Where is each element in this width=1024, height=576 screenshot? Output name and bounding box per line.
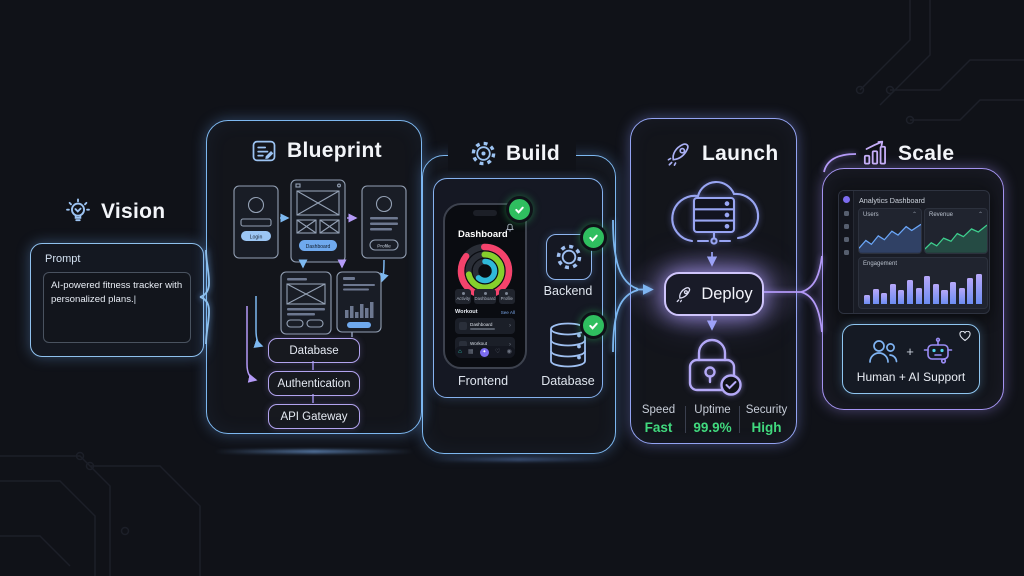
heart-icon-nav: ♡ [495, 349, 501, 355]
build-database-label: Database [541, 374, 595, 388]
support-label: Human + AI Support [856, 370, 966, 384]
deploy-label: Deploy [701, 284, 753, 303]
database-cylinders-icon [550, 322, 586, 368]
phone-tab-row: Activity Dashboard Profile [455, 289, 515, 304]
circuit-decoration-top-right [855, 0, 1024, 125]
nav-center-button: ✦ [479, 347, 489, 357]
node-authentication: Authentication [268, 371, 360, 396]
support-box: + Human + AI Support [842, 324, 980, 394]
node-database: Database [268, 338, 360, 363]
node-api-gateway: API Gateway [268, 404, 360, 429]
check-badge-backend [580, 224, 607, 251]
prompt-label: Prompt [45, 253, 81, 265]
workout-section-title: Workout [455, 309, 478, 315]
revenue-card: Revenue⌃ [924, 208, 988, 254]
rocket-icon [667, 143, 689, 166]
revenue-chart [925, 224, 987, 253]
phone-notch [473, 210, 497, 216]
dashboard-logo [842, 196, 850, 203]
sidebar-icon [843, 211, 849, 216]
deploy-rocket-icon [676, 287, 691, 303]
tab-icon [483, 292, 487, 295]
prompt-box: Prompt AI-powered fitness tracker with p… [30, 243, 204, 357]
bell-icon [506, 223, 514, 232]
dashboard-title: Analytics Dashboard [859, 196, 925, 205]
stat-divider [739, 406, 740, 433]
growth-chart-icon [863, 140, 886, 165]
phone-screen: Dashboard Activity Dashboard Profile [449, 209, 521, 363]
gear-icon [471, 141, 496, 166]
sidebar-icon [843, 250, 849, 255]
launch-header: Launch [666, 140, 778, 167]
profile-icon-nav: ◉ [506, 349, 512, 355]
prompt-input[interactable]: AI-powered fitness tracker with personal… [43, 272, 191, 343]
scale-title: Scale [898, 141, 955, 165]
robot-icon [923, 337, 953, 364]
phone-bottom-nav[interactable]: ⌂ ▦ ✦ ♡ ◉ [455, 346, 515, 358]
grid-icon: ▦ [467, 349, 474, 355]
dashboard-sidebar [839, 191, 854, 313]
list-item-icon [459, 322, 467, 330]
chevron-right-icon: › [509, 323, 511, 329]
phone-screen-title: Dashboard [458, 229, 508, 240]
glow-line-blueprint [214, 450, 414, 453]
build-header: Build [470, 140, 560, 167]
lightbulb-icon [66, 198, 90, 222]
phone-tab-dashboard[interactable]: Dashboard [474, 289, 496, 304]
scale-header: Scale [862, 140, 954, 167]
tab-icon [505, 292, 509, 295]
backend-box [546, 234, 592, 280]
chevron-up-icon: ⌃ [911, 212, 917, 218]
phone-tab-activity[interactable]: Activity [455, 289, 472, 304]
deploy-button[interactable]: Deploy [664, 272, 764, 316]
text-cursor: | [133, 294, 137, 306]
check-badge-database [580, 312, 607, 339]
check-badge-frontend [506, 196, 533, 223]
glow-line-build [430, 458, 608, 461]
list-item-icon [459, 341, 467, 349]
build-header-mask [448, 139, 576, 171]
people-icon [869, 340, 898, 363]
sidebar-icon [843, 224, 849, 229]
engagement-bars [864, 274, 982, 304]
vision-header: Vision [64, 198, 165, 226]
tab-icon [461, 292, 465, 295]
launch-title: Launch [702, 141, 779, 165]
phone-mockup: Dashboard Activity Dashboard Profile [443, 203, 527, 369]
list-item[interactable]: Dashboard› [455, 318, 515, 334]
chevron-right-icon: › [509, 342, 511, 348]
stat-divider [685, 406, 686, 433]
blueprint-title: Blueprint [287, 139, 382, 162]
see-all-link[interactable]: See All [500, 309, 515, 315]
sidebar-icon [843, 237, 849, 242]
blueprint-header: Blueprint [250, 137, 382, 165]
backend-gear-icon [556, 244, 582, 270]
phone-tab-profile[interactable]: Profile [498, 289, 515, 304]
plus-sign: + [906, 343, 914, 359]
users-card: Users⌃ [858, 208, 922, 254]
blueprint-icon [252, 140, 276, 162]
backend-label: Backend [543, 284, 593, 298]
activity-rings [457, 243, 513, 299]
engagement-card: Engagement [858, 257, 988, 309]
circuit-decoration-bottom-left [0, 451, 201, 576]
users-chart [859, 223, 921, 253]
vision-title: Vision [101, 200, 166, 223]
heart-icon [959, 331, 971, 342]
chevron-up-icon: ⌃ [977, 212, 983, 218]
home-icon: ⌂ [458, 349, 462, 355]
analytics-dashboard-mockup: Analytics Dashboard Users⌃ Revenue⌃ Enga… [838, 190, 990, 314]
build-title: Build [506, 141, 560, 165]
frontend-label: Frontend [457, 374, 509, 388]
